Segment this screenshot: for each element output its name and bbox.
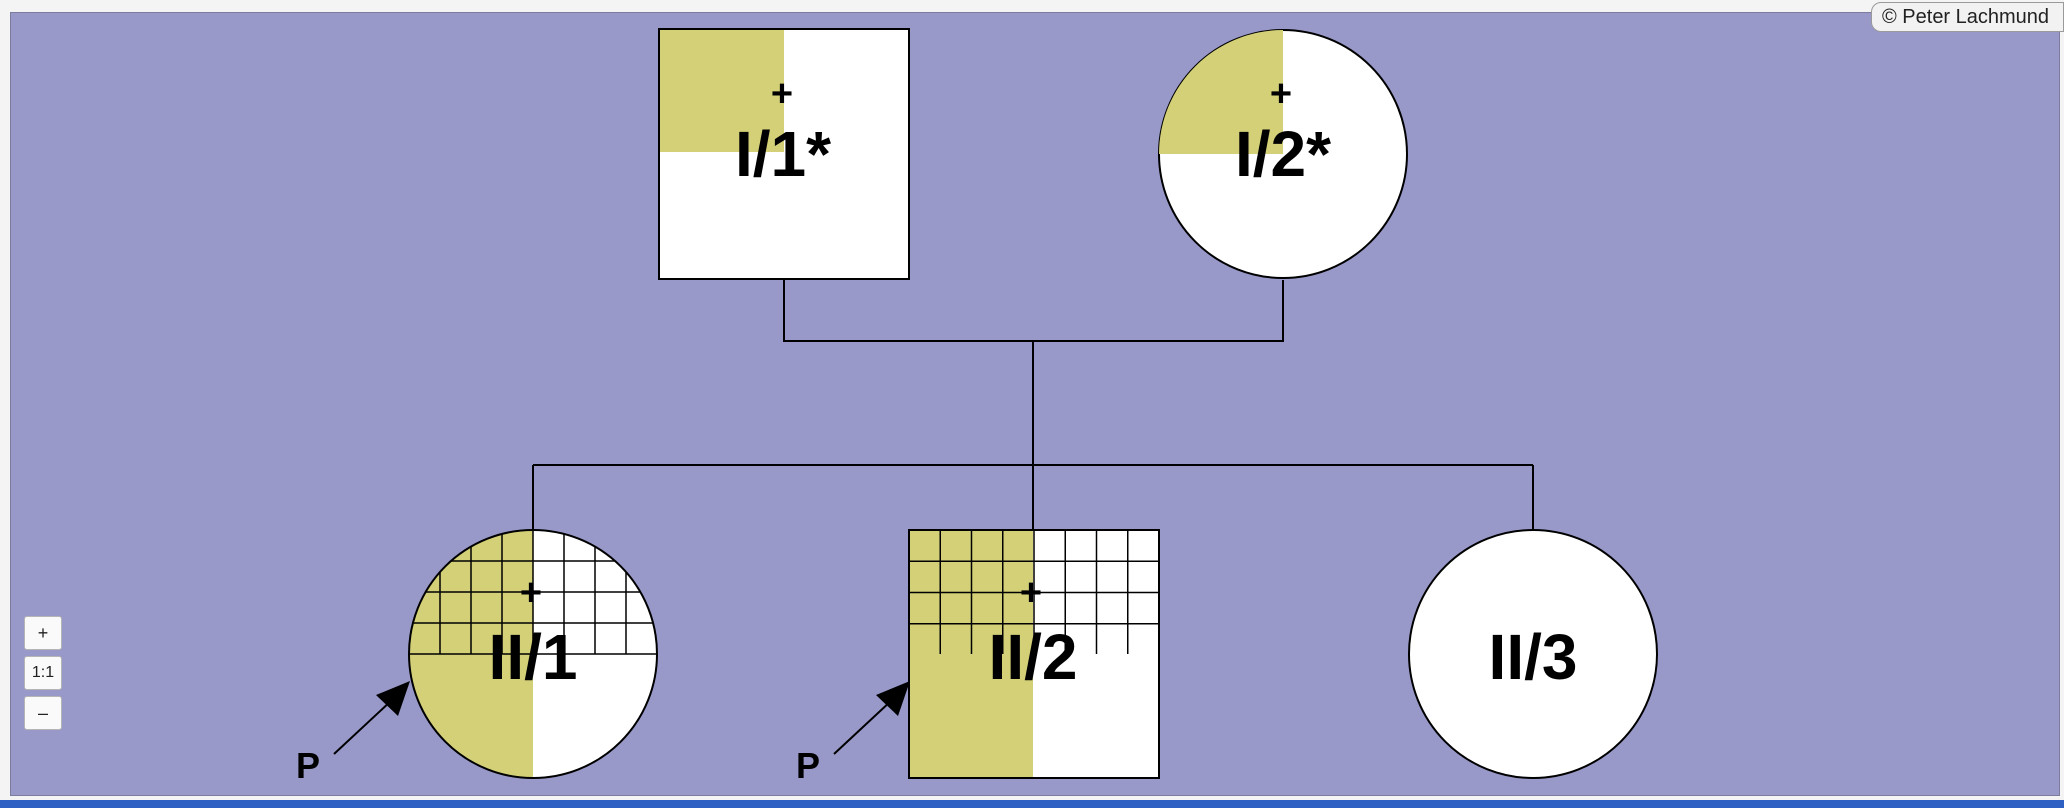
symbol-I-1 (658, 28, 910, 280)
mating-line-I1-I2 (783, 280, 1284, 342)
window-bottom-edge (0, 800, 2064, 808)
affected-quadrant-I-1 (660, 30, 784, 152)
individual-I-1[interactable]: + I/1* (658, 28, 910, 280)
zoom-out-button[interactable]: – (24, 696, 62, 730)
label-II-3: II/3 (1489, 621, 1578, 693)
marker-II-1: + (520, 572, 542, 614)
individual-II-1[interactable]: + II/1 P (296, 529, 658, 786)
proband-label-II-1: P (296, 745, 320, 786)
zoom-reset-button[interactable]: 1:1 (24, 656, 62, 690)
copyright-badge: © Peter Lachmund (1871, 2, 2064, 32)
proband-arrow-II-2 (833, 681, 910, 755)
pedigree-lines (532, 280, 1534, 530)
affected-quadrant-II-2-bottom (910, 654, 1033, 778)
label-I-1: I/1* (735, 118, 831, 190)
outline-II-1 (408, 529, 658, 779)
marker-I-2: + (1270, 73, 1292, 115)
proband-arrow-II-1 (333, 681, 410, 755)
label-II-1: II/1 (489, 621, 578, 693)
zoom-in-button[interactable]: + (24, 616, 62, 650)
symbol-II-3 (1408, 529, 1658, 779)
individual-I-2[interactable]: + I/2* (1158, 29, 1408, 279)
marker-II-2: + (1020, 572, 1042, 614)
label-II-2: II/2 (989, 621, 1078, 693)
outline-II-2 (908, 529, 1160, 779)
marker-I-1: + (771, 73, 793, 115)
label-I-2: I/2* (1235, 118, 1331, 190)
proband-label-II-2: P (796, 745, 820, 786)
individual-II-3[interactable]: II/3 (1408, 529, 1658, 779)
individual-II-2[interactable]: + II/2 P (796, 529, 1160, 786)
affected-quadrant-I-2 (1159, 30, 1283, 154)
